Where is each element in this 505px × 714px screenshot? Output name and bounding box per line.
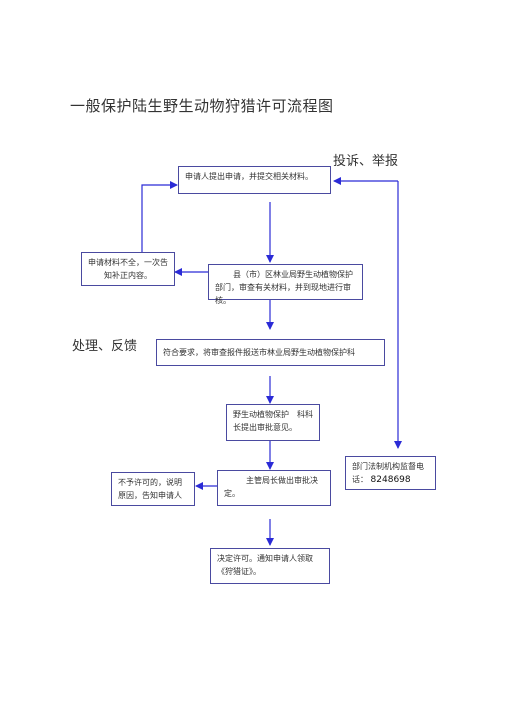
phone-number: 8248698 — [370, 475, 411, 485]
node-apply: 申请人提出申请，并提交相关材料。 — [178, 166, 331, 194]
node-permit: 决定许可。通知申请人领取《狩猎证》。 — [210, 548, 330, 584]
node-deny: 不予许可的，说明原因，告知申请人 — [111, 472, 195, 506]
node-forward: 符合要求，将审查报件报送市林业局野生动植物保护科 — [156, 339, 385, 366]
complaint-label: 投诉、举报 — [333, 154, 399, 169]
node-review: 县（市）区林业局野生动植物保护部门，审查有关材料，并到现地进行审核。 — [208, 264, 363, 305]
arrow-incomplete-to-apply — [141, 181, 178, 252]
node-director: 主管局长做出审批决定。 — [217, 470, 331, 506]
handling-label: 处理、反馈 — [72, 339, 138, 354]
node-section-chief: 野生动植物保护 科科长提出审批意见。 — [226, 404, 320, 441]
page-title: 一般保护陆生野生动物狩猎许可流程图 — [70, 97, 334, 115]
supervision-text: 部门法制机构监督电话： — [352, 462, 424, 484]
node-incomplete: 申请材料不全，一次告知补正内容。 — [81, 252, 175, 286]
node-supervision: 部门法制机构监督电话： 8248698 — [345, 456, 436, 490]
